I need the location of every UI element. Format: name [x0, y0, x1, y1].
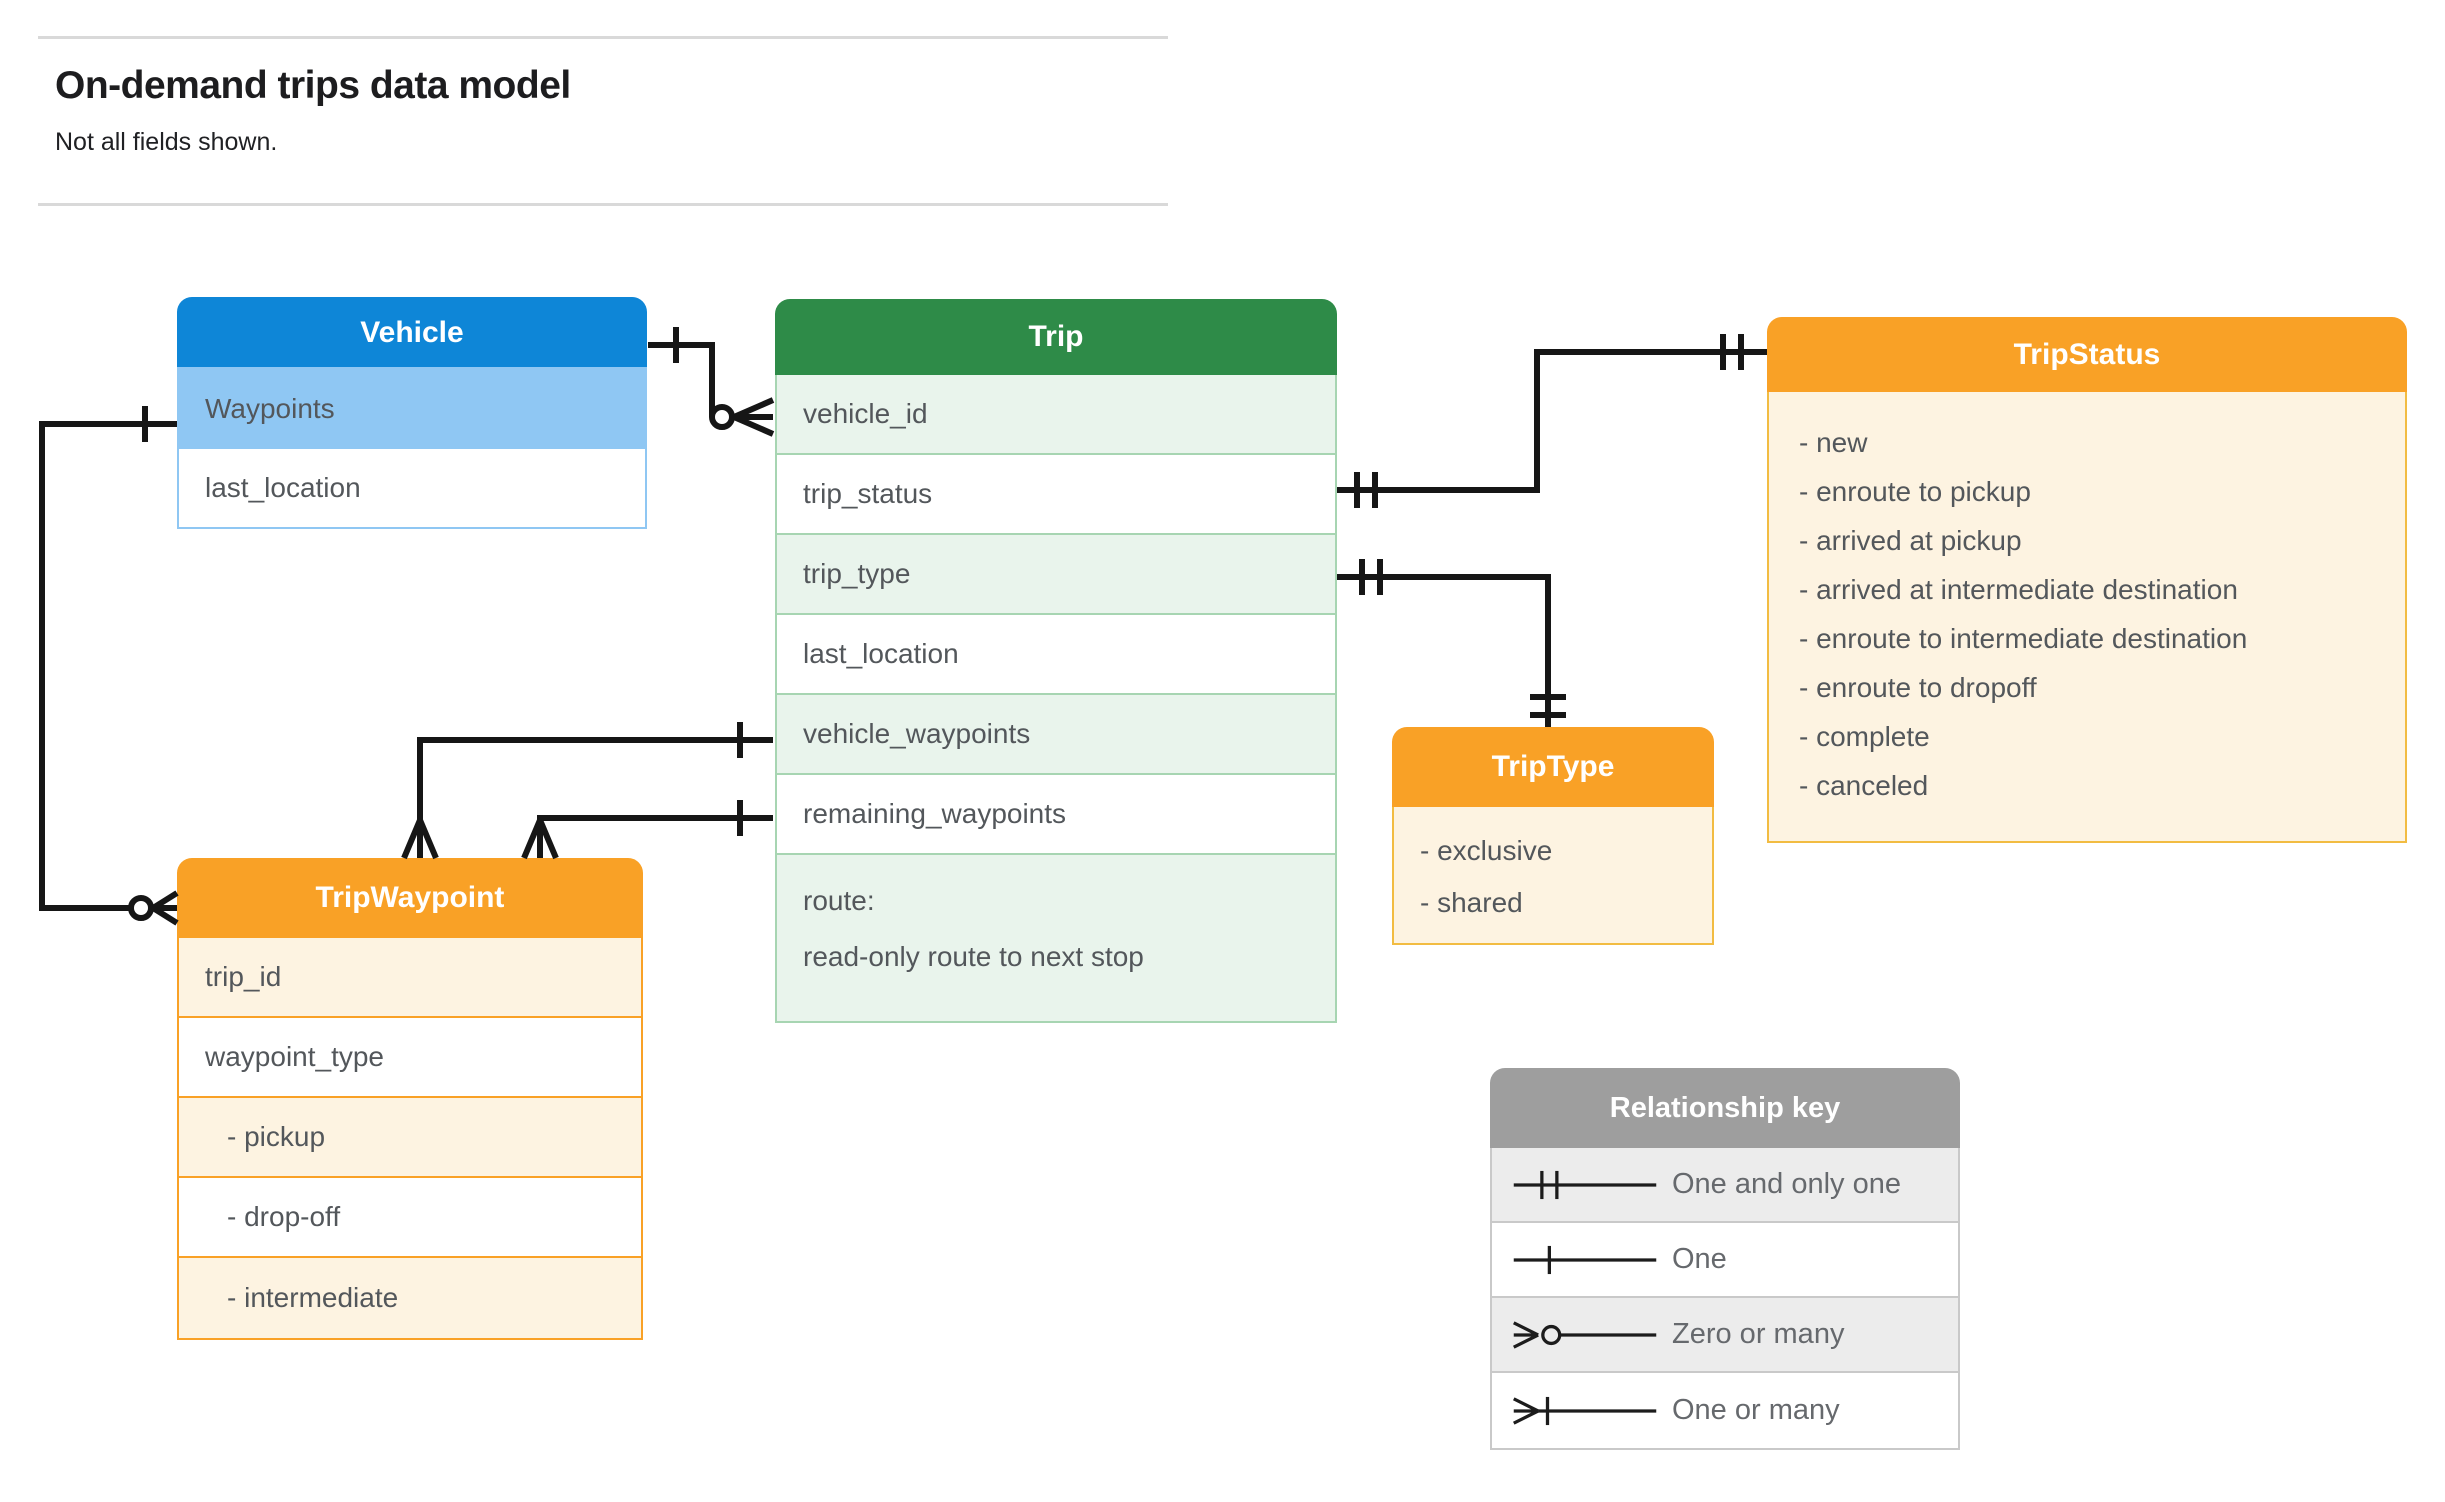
relationship-key-title: Relationship key [1490, 1068, 1960, 1148]
zero-or-many-icon [1513, 1320, 1657, 1349]
entity-tripwaypoint-title: TripWaypoint [177, 858, 643, 938]
legend-label: One [1672, 1243, 1727, 1275]
trip-field-route: route: read-only route to next stop [777, 855, 1335, 1021]
triptype-item-exclusive: - exclusive [1420, 835, 1553, 866]
divider-bottom [38, 203, 1168, 206]
entity-vehicle: Vehicle Waypoints last_location [177, 297, 647, 529]
tripwaypoint-item-intermediate: - intermediate [179, 1258, 641, 1338]
vehicle-field-waypoints: Waypoints [178, 367, 646, 450]
crow-foot-icon [151, 890, 179, 926]
vehicle-field-last-location: last_location [179, 449, 645, 527]
one-and-only-one-ticks [1720, 334, 1744, 370]
crow-foot-icon [732, 397, 775, 437]
trip-field-trip-status: trip_status [777, 455, 1335, 535]
connector-vehicle-to-trip-vehicle-id [648, 327, 775, 437]
tripwaypoint-field-waypoint-type: waypoint_type [179, 1018, 641, 1098]
crow-foot-icon [521, 818, 559, 860]
one-and-only-one-ticks [1530, 694, 1566, 718]
entity-tripstatus-title: TripStatus [1767, 317, 2407, 392]
page-title: On-demand trips data model [55, 64, 571, 107]
relationship-key: Relationship key One and only one One [1490, 1068, 1960, 1450]
legend-label: Zero or many [1672, 1318, 1845, 1350]
entity-trip: Trip vehicle_id trip_status trip_type la… [775, 299, 1337, 1023]
legend-row-one-and-only-one: One and only one [1492, 1148, 1958, 1223]
tripwaypoint-item-drop-off: - drop-off [179, 1178, 641, 1258]
legend-label: One and only one [1672, 1168, 1901, 1200]
tripstatus-item-canceled: - canceled [1799, 770, 1929, 801]
tripwaypoint-field-trip-id: trip_id [179, 938, 641, 1018]
connector-vehicle-waypoints-to-tripwaypoint [39, 406, 179, 926]
tripstatus-item-new: - new [1799, 427, 1868, 458]
trip-field-trip-type: trip_type [777, 535, 1335, 615]
connector-trip-type-to-triptype [1337, 559, 1566, 727]
legend-row-one: One [1492, 1223, 1958, 1298]
trip-route-line1: route: [803, 885, 875, 916]
entity-vehicle-title: Vehicle [177, 297, 647, 368]
trip-field-vehicle-id: vehicle_id [777, 375, 1335, 455]
triptype-item-shared: - shared [1420, 887, 1523, 918]
tripstatus-item-arrived-at-pickup: - arrived at pickup [1799, 525, 2022, 556]
entity-triptype-title: TripType [1392, 727, 1714, 807]
tripwaypoint-item-pickup: - pickup [179, 1098, 641, 1178]
entity-triptype: TripType - exclusive - shared [1392, 727, 1714, 945]
one-and-only-one-icon [1513, 1170, 1657, 1199]
legend-row-one-or-many: One or many [1492, 1373, 1958, 1448]
one-and-only-one-ticks [1359, 559, 1383, 595]
divider-top [38, 36, 1168, 39]
tripstatus-item-complete: - complete [1799, 721, 1930, 752]
connector-remaining-waypoints-to-tripwaypoint [521, 800, 773, 860]
tripstatus-item-enroute-to-pickup: - enroute to pickup [1799, 476, 2031, 507]
entity-tripstatus: TripStatus - new - enroute to pickup - a… [1767, 317, 2407, 843]
connector-trip-status-to-tripstatus [1337, 334, 1767, 508]
page-subtitle: Not all fields shown. [55, 128, 278, 156]
entity-tripwaypoint: TripWaypoint trip_id waypoint_type - pic… [177, 858, 643, 1340]
trip-route-line2: read-only route to next stop [803, 941, 1144, 972]
one-icon [1513, 1245, 1657, 1274]
trip-field-remaining-waypoints: remaining_waypoints [777, 775, 1335, 855]
one-and-only-one-ticks [1354, 472, 1378, 508]
legend-row-zero-or-many: Zero or many [1492, 1298, 1958, 1373]
tripstatus-item-arrived-at-intermediate-destination: - arrived at intermediate destination [1799, 574, 2238, 605]
connector-vehicle-waypoints-field-to-tripwaypoint [401, 722, 773, 860]
trip-field-last-location: last_location [777, 615, 1335, 695]
legend-label: One or many [1672, 1394, 1840, 1426]
crow-foot-icon [401, 818, 439, 860]
entity-trip-title: Trip [775, 299, 1337, 375]
zero-or-many-circle [128, 895, 154, 921]
one-or-many-icon [1513, 1396, 1657, 1425]
tripstatus-item-enroute-to-intermediate-destination: - enroute to intermediate destination [1799, 623, 2248, 654]
trip-field-vehicle-waypoints: vehicle_waypoints [777, 695, 1335, 775]
zero-or-many-circle [709, 404, 735, 430]
tripstatus-item-enroute-to-dropoff: - enroute to dropoff [1799, 672, 2037, 703]
